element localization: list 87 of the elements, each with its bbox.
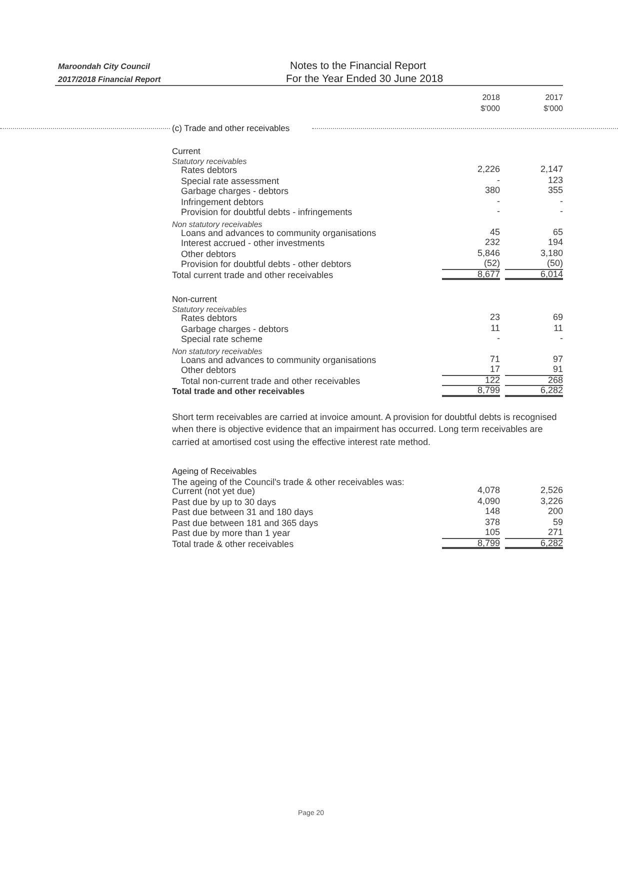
row-label: Current (not yet due) [172, 486, 256, 496]
amount: 97 [552, 354, 563, 365]
amount: 59 [552, 518, 563, 528]
amount: (52) [442, 259, 500, 270]
amount: 69 [552, 313, 563, 324]
subheading: Non statutory receivables [172, 220, 262, 228]
section-heading: Ageing of Receivables [172, 466, 257, 476]
amount: 6,282 [505, 538, 563, 549]
amount: 91 [505, 365, 563, 376]
amount: 378 [484, 518, 500, 528]
amount: 232 [484, 238, 500, 248]
amount: - [559, 196, 563, 207]
row-label: Total current trade and other receivables [172, 270, 334, 280]
row-label: Loans and advances to community organisations [180, 228, 378, 238]
amount: 8,799 [442, 386, 500, 396]
column-header: 2018 [482, 92, 500, 104]
row-label: Total trade and other receivables [172, 386, 306, 396]
amount: 271 [505, 528, 563, 538]
row-label: Past due between 181 and 365 days [172, 518, 320, 528]
amount: 268 [505, 376, 563, 386]
header-text: 2017/2018 Financial Report [58, 74, 161, 86]
amount: 148 [484, 507, 500, 518]
column-header: $'000 [480, 103, 500, 115]
paragraph: Short term receivables are carried at invoice amount. A provision for doubtful debts is recognised when there is objective evidence that an impairment has occurred. Long term receivables are carried at amortised cost using the effective interest rate method. [172, 410, 558, 448]
row-label: Past due between 31 and 180 days [172, 507, 314, 518]
amount: 5,846 [476, 248, 500, 259]
amount: 8,677 [442, 270, 500, 280]
row-label: Rates debtors [181, 313, 238, 324]
amount: - [496, 207, 500, 218]
amount: 122 [442, 376, 500, 386]
amount: - [496, 176, 500, 186]
header-text: Maroondah City Council [58, 61, 150, 73]
amount: - [559, 207, 563, 218]
amount: - [496, 334, 500, 344]
amount: (50) [505, 259, 563, 270]
amount: 4,078 [476, 486, 500, 496]
amount: 3,180 [539, 248, 563, 259]
amount: 105 [442, 528, 500, 538]
amount: 355 [546, 186, 563, 196]
row-label: Other debtors [180, 365, 238, 376]
row-label: Total non-current trade and other receivables [180, 376, 362, 386]
row-label: Other debtors [180, 248, 238, 259]
amount: 2,226 [476, 165, 500, 176]
amount: 17 [442, 365, 500, 376]
row-label: Special rate scheme [180, 334, 264, 344]
row-label: Special rate assessment [180, 176, 280, 186]
report-title: Notes to the Financial Report [290, 59, 426, 74]
subheading: Statutory receivables [172, 157, 247, 166]
amount: 11 [490, 324, 500, 334]
amount: 200 [546, 507, 563, 518]
row-label: Provision for doubtful debts - infringements [180, 207, 354, 218]
row-label: Rates debtors [181, 165, 238, 176]
row-label: Total trade & other receivables [172, 538, 295, 549]
row-label: The ageing of the Council's trade & other receivables was: [172, 477, 404, 487]
row-label: Infringement debtors [180, 196, 265, 207]
subheading: Statutory receivables [172, 305, 247, 314]
subheading: Non statutory receivables [172, 346, 262, 356]
amount: 8,799 [442, 538, 500, 549]
row-label: Past due by more than 1 year [172, 528, 292, 538]
amount: 71 [488, 354, 500, 365]
column-header: $'000 [544, 103, 563, 115]
amount: 45 [488, 228, 500, 238]
amount: 65 [552, 228, 563, 238]
amount: 23 [488, 313, 500, 324]
amount: 6,282 [505, 386, 563, 396]
amount: - [559, 334, 563, 344]
section-heading: Current [172, 146, 200, 156]
amount: 3,226 [539, 496, 563, 507]
amount: 2,147 [539, 165, 563, 176]
amount: 6,014 [505, 270, 563, 280]
row-label: Provision for doubtful debts - other debtors [180, 259, 352, 270]
section-title: (c) Trade and other receivables [172, 122, 290, 135]
amount: - [496, 196, 500, 207]
amount: 11 [552, 324, 563, 334]
amount: 194 [546, 238, 563, 248]
amount: 123 [546, 176, 563, 186]
amount: 4,090 [476, 496, 500, 507]
report-subtitle: For the Year Ended 30 June 2018 [286, 72, 444, 87]
section-heading: Non-current [172, 294, 217, 304]
row-label: Garbage charges - debtors [180, 324, 290, 334]
column-header: 2017 [545, 92, 563, 104]
row-label: Interest accrued - other investments [180, 238, 326, 248]
amount: 380 [484, 186, 500, 196]
row-label: Garbage charges - debtors [180, 186, 290, 196]
amount: 2,526 [539, 486, 563, 496]
row-label: Past due by up to 30 days [172, 496, 278, 507]
row-label: Loans and advances to community organisations [180, 354, 378, 365]
